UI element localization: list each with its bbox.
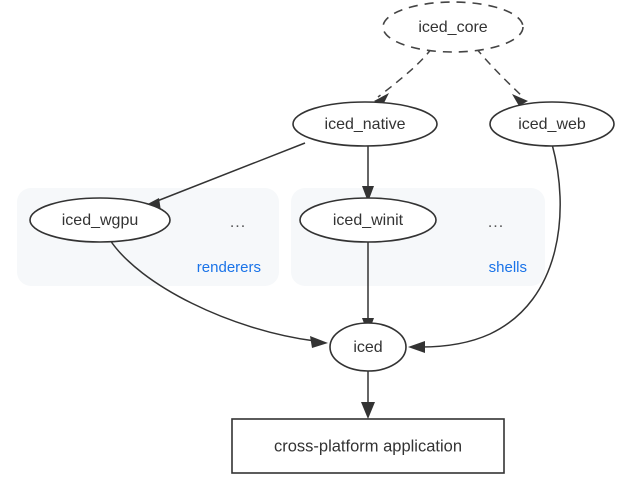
- node-iced-core-label: iced_core: [418, 19, 487, 36]
- node-iced-web-label: iced_web: [518, 116, 586, 133]
- group-renderers-label: renderers: [197, 259, 261, 276]
- edge-iced-to-application-arrowhead: [361, 402, 375, 419]
- node-iced-wgpu-label: iced_wgpu: [62, 212, 139, 229]
- edge-iced-native-to-iced-winit-arrowhead: [362, 186, 374, 202]
- node-iced-native[interactable]: iced_native: [292, 101, 438, 147]
- group-renderers-ellipsis: ...: [230, 214, 246, 231]
- edge-iced-web-to-iced-line: [420, 143, 561, 348]
- node-iced[interactable]: iced: [329, 322, 407, 372]
- node-iced-native-label: iced_native: [325, 116, 406, 133]
- node-iced-winit[interactable]: iced_winit: [299, 197, 437, 243]
- edge-iced-core-to-iced-web-arrowhead: [512, 94, 528, 106]
- edge-iced-core-to-iced-native: [374, 47, 433, 105]
- node-iced-core-shape[interactable]: [382, 1, 524, 53]
- edge-iced-native-to-iced-winit: [362, 146, 374, 202]
- edge-iced-wgpu-to-iced: [109, 239, 328, 348]
- node-iced-wgpu[interactable]: iced_wgpu: [29, 197, 171, 243]
- node-iced-shape[interactable]: [329, 322, 407, 372]
- edge-iced-wgpu-to-iced-line: [109, 239, 316, 342]
- node-iced-winit-shape[interactable]: [299, 197, 437, 243]
- edge-iced-core-to-iced-native-line: [377, 47, 433, 98]
- edge-iced-to-application: [361, 371, 375, 419]
- node-iced-label: iced: [353, 339, 382, 356]
- edge-iced-wgpu-to-iced-arrowhead: [310, 336, 328, 348]
- edge-iced-native-to-iced-wgpu-line: [151, 142, 306, 204]
- node-iced-wgpu-shape[interactable]: [29, 197, 171, 243]
- node-iced-core[interactable]: iced_core: [382, 1, 524, 53]
- edge-iced-core-to-iced-web-line: [475, 47, 524, 98]
- node-iced-web[interactable]: iced_web: [489, 101, 615, 147]
- edge-iced-web-to-iced: [408, 143, 561, 353]
- edge-iced-core-to-iced-web: [475, 47, 528, 106]
- group-shells-ellipsis: ...: [488, 214, 504, 231]
- edge-iced-web-to-iced-arrowhead: [408, 341, 425, 353]
- node-iced-web-shape[interactable]: [489, 101, 615, 147]
- group-shells-label: shells: [489, 259, 527, 276]
- node-cross-platform-application[interactable]: cross-platform application: [231, 418, 505, 474]
- node-cross-platform-application-shape[interactable]: [231, 418, 505, 474]
- node-iced-winit-label: iced_winit: [333, 212, 404, 229]
- node-iced-native-shape[interactable]: [292, 101, 438, 147]
- node-cross-platform-application-label: cross-platform application: [274, 437, 462, 455]
